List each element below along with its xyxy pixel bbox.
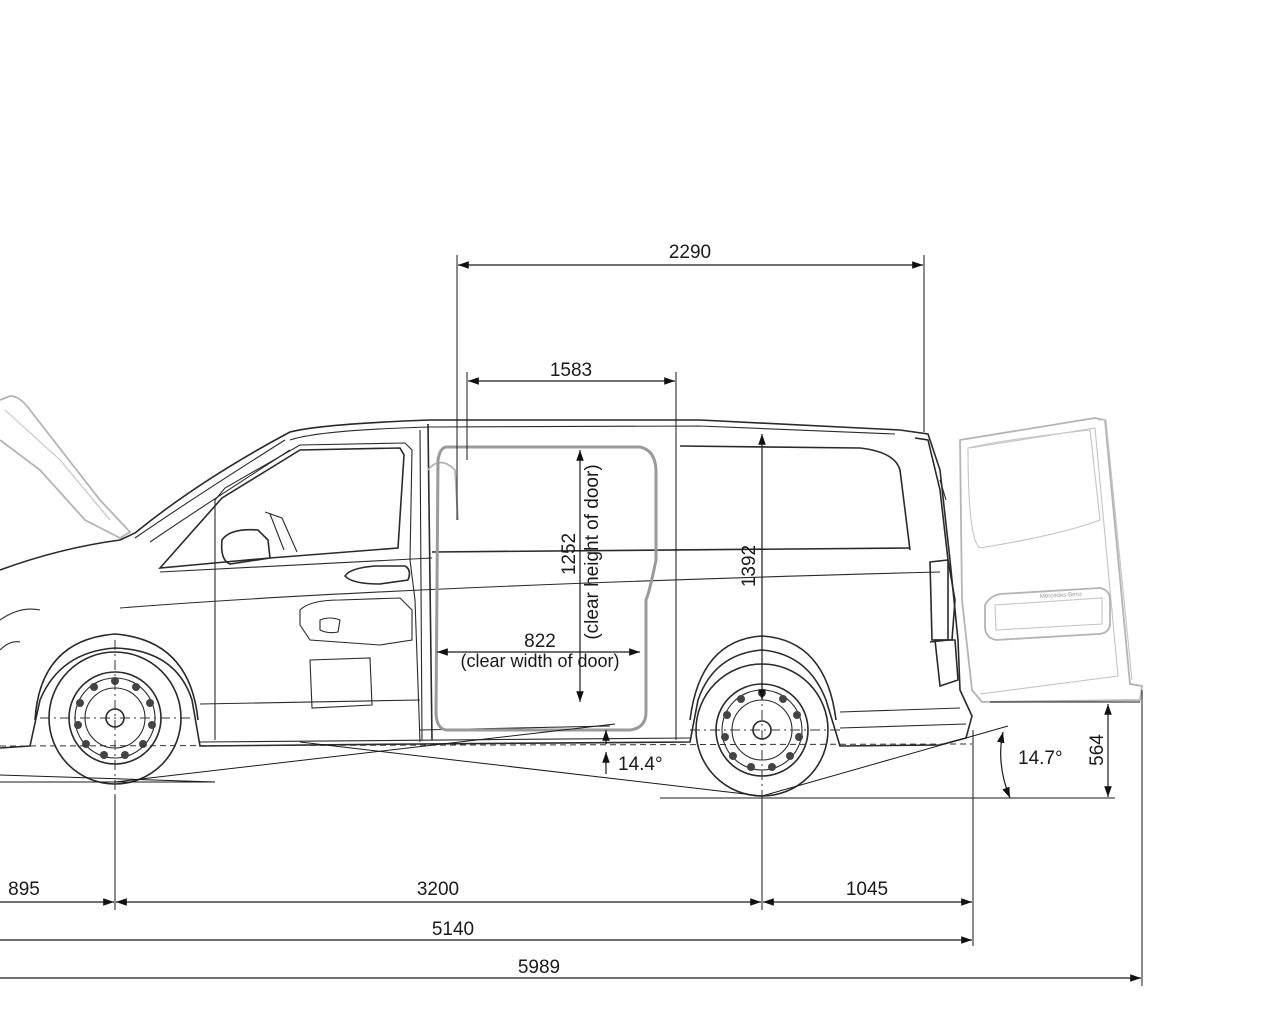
- ramp-angle-label: 14.4°: [618, 754, 663, 775]
- dim-564-label: 564: [1087, 734, 1108, 766]
- rear-door-badge: Mercedes-Benz: [1040, 592, 1082, 600]
- dim-1252-label: 1252: [559, 533, 580, 575]
- dim-564: [990, 701, 1140, 797]
- dim-822-label: 822: [524, 631, 556, 652]
- dim-1583: [466, 372, 677, 740]
- dim-822-note: (clear width of door): [460, 651, 619, 671]
- dim-1392-label: 1392: [739, 545, 760, 587]
- dim-1045-label: 1045: [846, 879, 888, 900]
- dim-2290: [456, 255, 925, 520]
- dim-5989-label: 5989: [518, 957, 560, 978]
- dim-1252-note: (clear height of door): [582, 464, 603, 639]
- van-body: [0, 419, 973, 749]
- departure-angle-label: 14.7°: [1018, 748, 1063, 769]
- ground-lines: [0, 723, 1115, 799]
- dim-departure-angle: [997, 731, 1011, 799]
- open-hood: [0, 395, 132, 540]
- dim-5140-label: 5140: [432, 919, 474, 940]
- dim-895-label: 895: [8, 879, 40, 900]
- bottom-extension-lines: [114, 690, 1143, 986]
- open-rear-door: [959, 417, 1144, 703]
- sliding-door-opening: [434, 445, 658, 732]
- dim-3200-label: 3200: [417, 879, 459, 900]
- dim-1583-label: 1583: [550, 360, 592, 381]
- dim-2290-label: 2290: [669, 242, 711, 263]
